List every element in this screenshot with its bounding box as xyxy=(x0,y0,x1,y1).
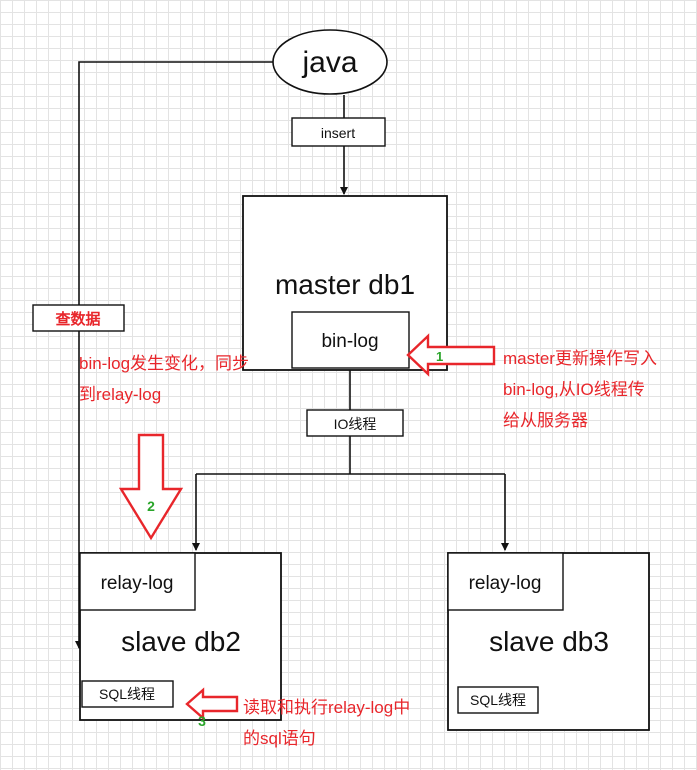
slave-db3-relaylog-box xyxy=(447,552,564,611)
step2-arrow-icon xyxy=(118,433,184,541)
note3-line2: 的sql语句 xyxy=(243,729,316,748)
slave-db3-relaylog-label: relay-log xyxy=(469,573,542,594)
note1-line3: 给从服务器 xyxy=(503,411,588,430)
step1-arrow-icon xyxy=(406,333,496,377)
note1-line1: master更新操作写入 xyxy=(503,349,657,368)
java-node xyxy=(272,29,388,95)
java-label: java xyxy=(301,46,357,79)
query-label: 查数据 xyxy=(55,310,100,328)
io-thread-box xyxy=(306,409,404,437)
slave-db2-relaylog-label: relay-log xyxy=(101,573,174,594)
query-box xyxy=(32,304,125,332)
slave-db2-label: slave db2 xyxy=(121,626,241,657)
step2-marker: 2 xyxy=(147,498,155,514)
slave-db2-relaylog-box xyxy=(79,552,196,611)
note-read-execute: 读取和执行relay-log中 的sql语句 xyxy=(243,692,410,754)
step1-marker: 1 xyxy=(436,349,443,364)
note1-line2: bin-log,从IO线程传 xyxy=(503,380,645,399)
slave-db3-sql-label: SQL线程 xyxy=(470,692,526,708)
note3-line1: 读取和执行relay-log中 xyxy=(243,698,411,717)
slave-db2-sql-label: SQL线程 xyxy=(99,686,155,702)
note-binlog-sync: bin-log发生变化，同步 到relay-log xyxy=(79,348,249,410)
note-master-update: master更新操作写入 bin-log,从IO线程传 给从服务器 xyxy=(503,343,657,436)
note2-line2: 到relay-log xyxy=(79,385,162,404)
master-binlog-box xyxy=(291,311,410,369)
master-binlog-label: bin-log xyxy=(321,331,378,352)
slave-db3-sql-box xyxy=(457,686,539,714)
note2-line1: bin-log发生变化，同步 xyxy=(79,354,250,373)
step3-arrow-icon xyxy=(185,687,239,721)
query-path-line xyxy=(75,61,276,649)
io-thread-label: IO线程 xyxy=(334,416,377,432)
master-db-label: master db1 xyxy=(275,269,415,300)
insert-box xyxy=(291,117,386,147)
step3-marker: 3 xyxy=(198,713,206,729)
slave-db2-sql-box xyxy=(81,680,174,708)
insert-label: insert xyxy=(321,125,355,141)
slave-db3-label: slave db3 xyxy=(489,626,609,657)
